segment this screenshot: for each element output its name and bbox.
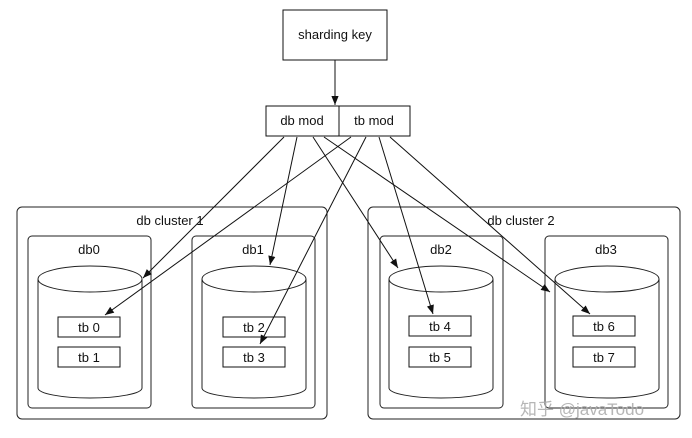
db-label: db2 xyxy=(430,242,452,257)
arrow-tbmod-to-tb3 xyxy=(259,136,367,345)
table-tb6 xyxy=(572,315,636,337)
watermark: 知乎 @javaTodo xyxy=(520,400,644,419)
database-cylinder-icon xyxy=(201,279,307,399)
cluster-label: db cluster 1 xyxy=(136,213,203,228)
database-cylinder-icon xyxy=(37,279,143,399)
arrow-dbmod-to-db1 xyxy=(268,136,298,266)
db-label: db0 xyxy=(78,242,100,257)
table-label: tb 1 xyxy=(78,350,100,365)
sharding-key-node: sharding key xyxy=(282,9,388,61)
arrow-dbmod-to-db3 xyxy=(323,136,551,293)
db2: db2 tb 4 tb 5 xyxy=(379,235,504,409)
table-label: tb 4 xyxy=(429,319,451,334)
mod-node: db mod tb mod xyxy=(265,105,411,137)
cluster-label: db cluster 2 xyxy=(487,213,554,228)
table-label: tb 0 xyxy=(78,320,100,335)
arrow-tbmod-to-tb4 xyxy=(378,136,434,315)
table-label: tb 5 xyxy=(429,350,451,365)
table-label: tb 7 xyxy=(593,350,615,365)
table-label: tb 3 xyxy=(243,350,265,365)
table-tb7 xyxy=(572,346,636,368)
db1: db1 tb 2 tb 3 xyxy=(191,235,316,409)
db-label: db3 xyxy=(595,242,617,257)
table-tb2 xyxy=(222,316,286,338)
db-mod-label: db mod xyxy=(280,113,323,128)
table-label: tb 6 xyxy=(593,319,615,334)
tb-mod-label: tb mod xyxy=(354,113,394,128)
table-tb0 xyxy=(57,316,121,338)
arrow-dbmod-to-db0 xyxy=(142,136,285,279)
db-cluster-2: db cluster 2 db2 tb 4 tb 5 db3 tb 6 tb 7 xyxy=(367,206,681,420)
arrow-tbmod-to-tb0 xyxy=(104,136,352,316)
db-cluster-1: db cluster 1 db0 tb 0 tb 1 db1 tb 2 tb 3 xyxy=(16,206,328,420)
db3: db3 tb 6 tb 7 xyxy=(544,235,669,409)
db-label: db1 xyxy=(242,242,264,257)
table-tb5 xyxy=(408,346,472,368)
table-tb4 xyxy=(408,315,472,337)
table-label: tb 2 xyxy=(243,320,265,335)
table-tb1 xyxy=(57,346,121,368)
database-cylinder-icon xyxy=(388,279,494,399)
db0: db0 tb 0 tb 1 xyxy=(27,235,152,409)
sharding-key-label: sharding key xyxy=(298,27,372,42)
arrow-tbmod-to-tb6 xyxy=(389,136,591,315)
table-tb3 xyxy=(222,346,286,368)
arrow-dbmod-to-db2 xyxy=(312,136,399,269)
